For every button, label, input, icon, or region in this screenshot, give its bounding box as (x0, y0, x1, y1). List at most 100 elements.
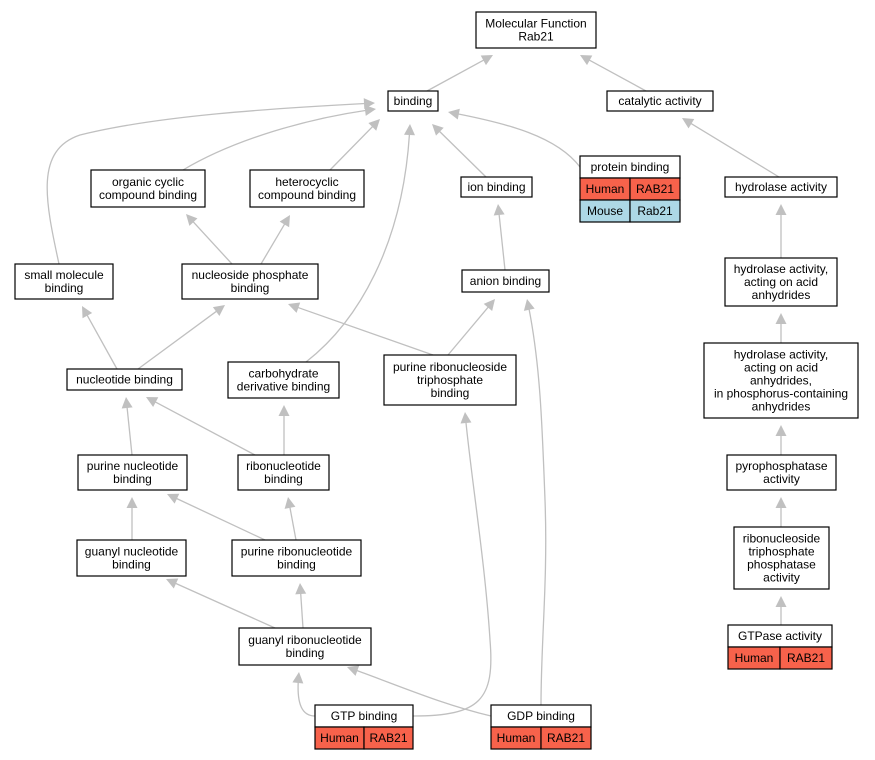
edge-smallmol-to-binding (46, 98, 376, 265)
node-label: nucleoside phosphate (192, 268, 309, 282)
edge-line (305, 123, 411, 363)
node-label: ribonucleotide (246, 459, 321, 473)
edge-line (579, 54, 647, 92)
go-term-node-nucleotide[interactable]: nucleotide binding (66, 368, 183, 391)
edge-nucphos-to-organic (185, 213, 233, 265)
edge-line (526, 298, 547, 706)
node-label: compound binding (258, 188, 356, 202)
edge-purribo-to-purnuc (166, 493, 266, 541)
node-label: hydrolase activity, (734, 262, 828, 276)
go-term-node-anion[interactable]: anion binding (461, 269, 550, 293)
node-box (231, 539, 362, 577)
edge-arrowhead (404, 124, 415, 136)
gene-label: Rab21 (637, 204, 673, 218)
edge-arrowhead (460, 412, 472, 424)
edge-arrowhead (775, 497, 787, 508)
gene-label: RAB21 (547, 731, 585, 745)
go-term-node-catalytic[interactable]: catalytic activity (606, 90, 714, 112)
go-term-node-rntpase[interactable]: ribonucleosidetriphosphatephosphataseact… (733, 526, 830, 590)
edge-guanylribo-to-guanyl (165, 578, 276, 629)
species-label: Human (497, 731, 536, 745)
node-label: phosphatase (747, 558, 816, 572)
node-label: binding (113, 472, 152, 486)
go-term-node-hydacid[interactable]: hydrolase activity,acting on acidanhydri… (724, 257, 838, 307)
node-box (460, 176, 533, 198)
node-box (387, 90, 439, 112)
edge-arrowhead (775, 204, 787, 215)
node-label: binding (264, 472, 303, 486)
edge-arrowhead (146, 397, 159, 408)
edges-layer (46, 54, 787, 717)
edge-hydphos-to-hydacid (775, 313, 787, 343)
node-label: activity (763, 571, 800, 585)
node-label: binding (112, 558, 151, 572)
edge-line (185, 213, 233, 265)
species-row-human: Human RAB21 (490, 726, 592, 750)
edge-arrowhead (82, 306, 93, 319)
go-term-node-hydphos[interactable]: hydrolase activity,acting on acidanhydri… (703, 342, 859, 419)
node-label: binding (45, 281, 84, 295)
node-label: carbohydrate (248, 367, 318, 381)
edge-line (431, 123, 487, 178)
node-label: pyrophosphatase (735, 459, 827, 473)
edge-arrowhead (448, 108, 460, 120)
node-label: activity (763, 472, 800, 486)
edge-arrowhead (278, 405, 290, 416)
node-label: GTPase activity (738, 629, 822, 643)
node-label: small molecule (24, 268, 104, 282)
edge-arrowhead (364, 104, 376, 116)
edge-gtpase-to-rntpase (775, 596, 787, 625)
node-label: Rab21 (518, 30, 554, 44)
edge-carb-to-binding (305, 123, 415, 363)
node-label: guanyl nucleotide (85, 545, 179, 559)
node-label: ion binding (467, 180, 525, 194)
edge-guanylribo-to-purribo (295, 582, 307, 629)
go-term-node-ion[interactable]: ion binding (460, 176, 533, 198)
edge-line (145, 396, 256, 456)
edge-arrowhead (347, 665, 360, 676)
node-label: purine ribonucleoside (393, 360, 507, 374)
gene-cell (363, 726, 414, 750)
node-label: binding (431, 386, 470, 400)
edge-guanyl-to-purnuc (126, 497, 138, 540)
edge-line (412, 411, 492, 717)
edge-arrowhead (775, 313, 787, 324)
node-label: GTP binding (331, 709, 398, 723)
node-label: binding (394, 94, 433, 108)
node-label: protein binding (591, 160, 670, 174)
node-box (461, 269, 550, 293)
go-term-node-binding[interactable]: binding (387, 90, 439, 112)
edge-prtp-to-nucphos (287, 302, 434, 356)
edge-anion-to-ion (493, 203, 506, 271)
node-box (181, 263, 319, 300)
edge-line (329, 118, 381, 171)
node-label: anion binding (470, 274, 541, 288)
go-term-node-hydrolase[interactable]: hydrolase activity (724, 176, 838, 198)
edge-organic-to-binding (182, 104, 377, 171)
edge-ribonuc-to-carb (278, 405, 290, 455)
node-label: triphosphate (417, 373, 483, 387)
edge-arrowhead (292, 672, 304, 684)
edge-arrowhead (288, 302, 301, 313)
